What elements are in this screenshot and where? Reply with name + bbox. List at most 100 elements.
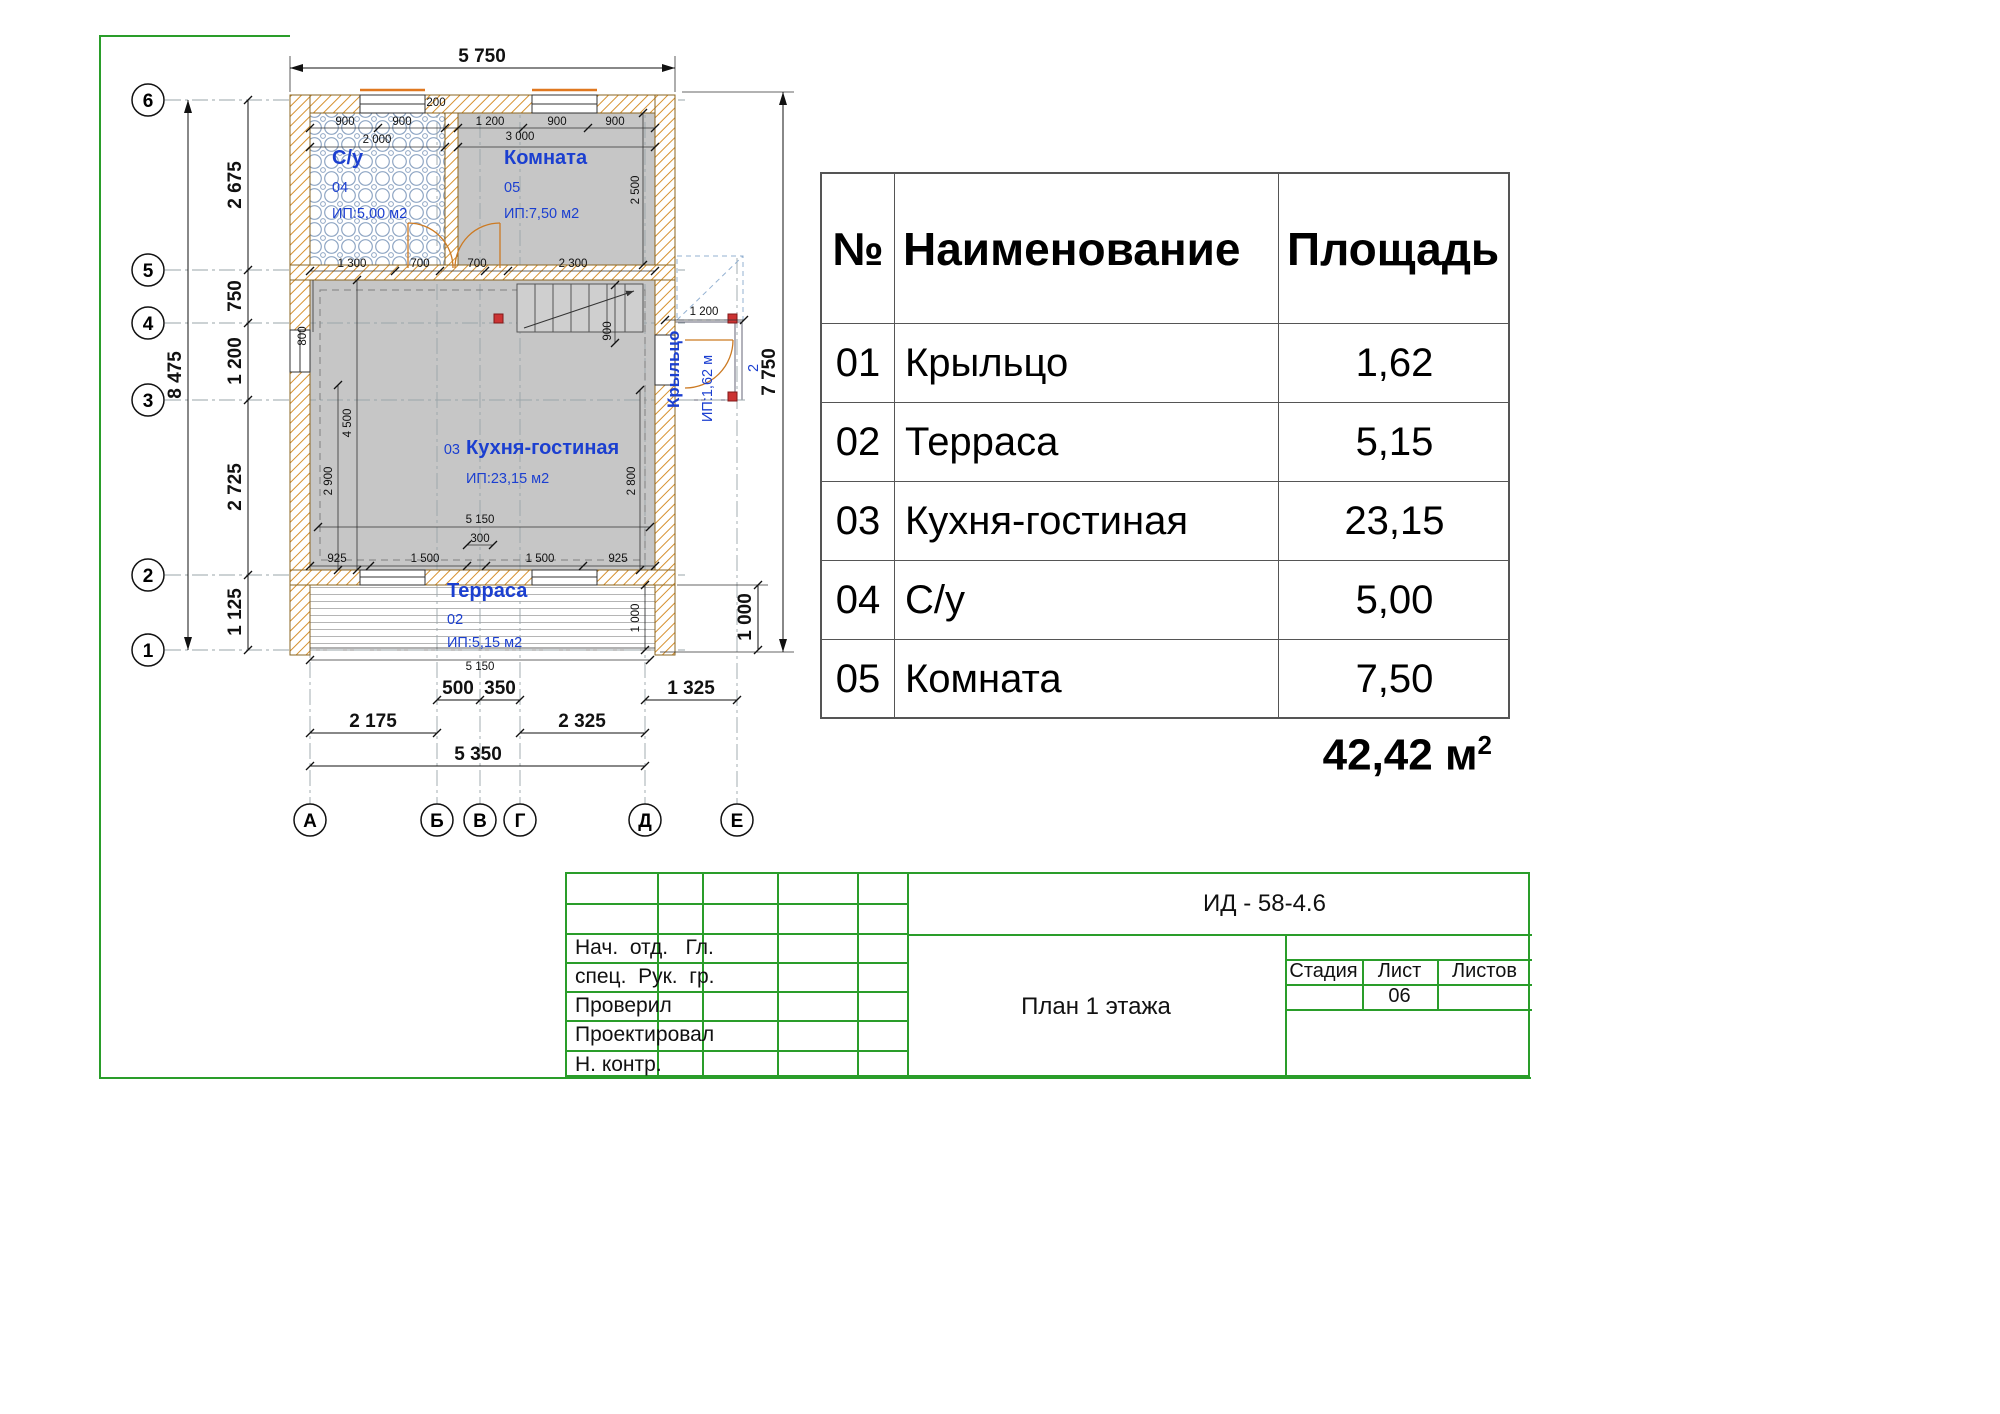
axis-row-2: 2 xyxy=(143,566,154,587)
dimension-lines xyxy=(184,56,794,767)
stamp-role-row: Нач. отд. Гл. xyxy=(575,936,714,959)
dim-bottom-500: 500 xyxy=(442,678,474,699)
dim-left-750: 750 xyxy=(225,280,246,312)
dim-2500: 2 500 xyxy=(630,176,642,205)
table-row-area: 23,15 xyxy=(1279,482,1510,561)
table-header-name: Наименование xyxy=(895,174,1279,324)
frame-left-line xyxy=(99,35,101,1079)
table-header-num: № xyxy=(822,174,895,324)
axis-row-6: 6 xyxy=(143,91,154,112)
floor-plan: 6 5 4 3 2 1 А Б В Г Д Е 5 750 7 750 1 00… xyxy=(131,46,794,837)
stamp-vline xyxy=(1285,934,1287,1079)
axis-labels: 6 5 4 3 2 1 А Б В Г Д Е xyxy=(143,91,744,832)
sheet-number: 06 xyxy=(1388,985,1411,1007)
stamp-role-row: Проектировал xyxy=(575,1023,715,1046)
table-row-name: Терраса xyxy=(895,403,1279,482)
dim-900b: 900 xyxy=(392,116,411,128)
table-row-num: 01 xyxy=(822,324,895,403)
column-markers xyxy=(493,313,738,402)
dim-1000-terrace: 1 000 xyxy=(630,604,642,633)
label-su-num: 04 xyxy=(332,180,348,196)
axis-bubbles xyxy=(131,83,754,837)
table-row-name: Комната xyxy=(895,640,1279,719)
axis-row-3: 3 xyxy=(143,391,154,412)
stage-label: Стадия xyxy=(1289,960,1358,982)
dim-800: 800 xyxy=(297,326,309,345)
stamp-vline xyxy=(1362,959,1364,1009)
dim-1200-porch: 1 200 xyxy=(690,306,719,318)
dim-2000: 2 000 xyxy=(363,134,392,146)
dim-900-stairs: 900 xyxy=(602,321,614,340)
sheets-label: Листов xyxy=(1452,960,1517,982)
stairs-direction-arrow xyxy=(523,290,635,329)
dim-200: 200 xyxy=(426,97,445,109)
table-row-num: 03 xyxy=(822,482,895,561)
dim-5150-bottom: 5 150 xyxy=(466,661,495,673)
label-kryltso-area: ИП:1,62 м xyxy=(700,355,716,422)
label-kitchen-area: ИП:23,15 м2 xyxy=(466,471,549,487)
total-area-sup: 2 xyxy=(1477,730,1492,760)
stamp-hline xyxy=(1285,959,1532,961)
dim-bottom-1325: 1 325 xyxy=(667,678,715,699)
total-area-value: 42,42 м xyxy=(1322,730,1478,780)
dim-top-overall: 5 750 xyxy=(458,46,506,67)
label-kitchen-name: Кухня-гостиная xyxy=(466,437,619,459)
table-row-name: Кухня-гостиная xyxy=(895,482,1279,561)
stamp-role-row: Н. контр. xyxy=(575,1053,662,1076)
stamp-hline xyxy=(567,933,907,935)
dim-300: 300 xyxy=(470,533,489,545)
dim-right-overall: 7 750 xyxy=(759,348,780,396)
frame-bottom-line xyxy=(99,1077,1531,1079)
stamp-hline xyxy=(567,1020,907,1022)
dim-left-overall: 8 475 xyxy=(165,351,186,399)
dim-2900: 2 900 xyxy=(323,467,335,496)
table-row-area: 5,00 xyxy=(1279,561,1510,640)
dim-1500b: 1 500 xyxy=(526,553,555,565)
dim-3000: 3 000 xyxy=(506,131,535,143)
total-area: 42,42 м2 xyxy=(1000,730,1492,781)
room-labels: С/у 04 ИП:5,00 м2 Комната 05 ИП:7,50 м2 … xyxy=(332,147,762,651)
axis-col-a: А xyxy=(303,811,317,832)
table-row-area: 1,62 xyxy=(1279,324,1510,403)
dim-1300: 1 300 xyxy=(338,258,367,270)
outer-dimension-texts: 5 750 7 750 1 000 8 475 2 675 750 1 200 … xyxy=(165,46,780,765)
label-komnata-area: ИП:7,50 м2 xyxy=(504,206,579,222)
stamp-vline xyxy=(777,874,779,1075)
stamp-hline xyxy=(907,934,1532,936)
table-row-num: 04 xyxy=(822,561,895,640)
dim-1500a: 1 500 xyxy=(411,553,440,565)
dim-5150-kitchen: 5 150 xyxy=(466,514,495,526)
table-row-area: 7,50 xyxy=(1355,657,1434,701)
porch-door-opening xyxy=(654,334,676,386)
label-komnata-name: Комната xyxy=(504,147,588,169)
dim-700a: 700 xyxy=(410,258,429,270)
dim-bottom-2325: 2 325 xyxy=(558,711,606,732)
drawing-title: План 1 этажа xyxy=(1021,992,1171,1020)
table-header-area: Площадь xyxy=(1279,174,1510,324)
stairs xyxy=(516,283,644,333)
table-row-num: 02 xyxy=(822,403,895,482)
dim-bottom-5350: 5 350 xyxy=(454,744,502,765)
label-terrasa-area: ИП:5,15 м2 xyxy=(447,635,522,651)
table-row-num: 05 xyxy=(822,640,895,719)
axis-col-d: Д xyxy=(638,811,652,832)
dim-left-1125: 1 125 xyxy=(225,588,246,636)
axis-row-4: 4 xyxy=(143,314,154,335)
sheet-label: Лист xyxy=(1377,960,1422,982)
dim-900d: 900 xyxy=(605,116,624,128)
label-terrasa-name: Терраса xyxy=(447,580,528,602)
inner-dimension-texts: 200 900 900 1 200 900 900 2 000 3 000 2 … xyxy=(297,97,718,673)
dim-700b: 700 xyxy=(467,258,486,270)
table-row-name: Крыльцо xyxy=(895,324,1279,403)
axis-row-1: 1 xyxy=(143,641,154,662)
room-area-table: № Наименование Площадь 01 Крыльцо 1,62 0… xyxy=(820,172,1510,719)
stamp-hline xyxy=(567,903,907,905)
dim-925a: 925 xyxy=(327,553,346,565)
stamp-hline xyxy=(567,962,907,964)
title-block: Нач. отд. Гл. спец. Рук. гр. Проверил Пр… xyxy=(565,872,1532,1079)
room-komnata-floor xyxy=(457,112,656,266)
axis-col-g: Г xyxy=(515,811,526,832)
dim-right-1000: 1 000 xyxy=(735,593,756,641)
label-kryltso-name: Крыльцо xyxy=(664,331,683,408)
dim-900c: 900 xyxy=(547,116,566,128)
